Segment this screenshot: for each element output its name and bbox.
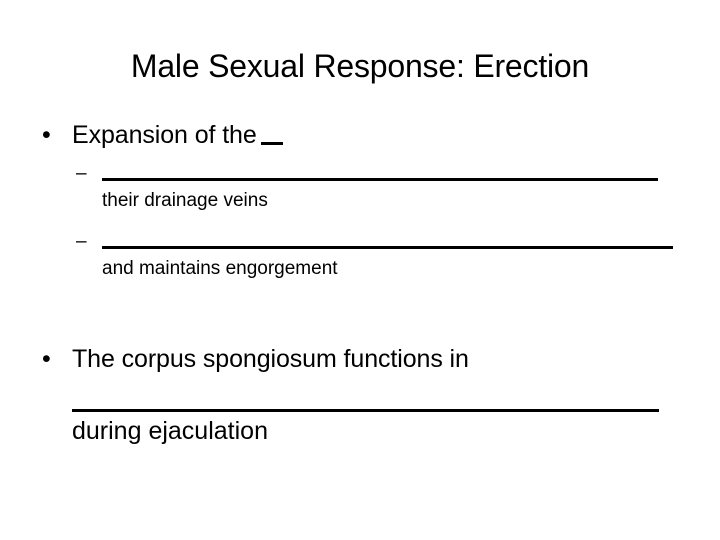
sub-bullet-item-2: – [0,228,720,255]
bullet-dot-icon: • [42,345,51,373]
slide-body: • Expansion of the – their drainage vein… [0,118,720,448]
bullet-item-1: • Expansion of the [0,118,720,152]
sub-bullet-text-2: and maintains engorgement [102,258,338,279]
bullet-text-1: Expansion of the [72,121,257,149]
blank-answer-line-1 [102,178,658,182]
blank-answer-row-3 [0,396,720,414]
sub-bullet-item-1: – [0,160,720,187]
bullet-item-2: • The corpus spongiosum functions in [0,342,720,376]
blank-answer-line-2 [102,246,673,250]
sub-bullet-text-1: their drainage veins [102,190,268,211]
bullet-dash-icon: – [76,163,87,184]
blank-underscore-inline [260,141,283,145]
bullet-text-2: The corpus spongiosum functions in [72,345,469,373]
bullet-dash-icon: – [76,231,87,252]
bullet-text-2-continuation: during ejaculation [72,417,268,445]
blank-answer-line-3 [72,409,659,413]
bullet-dot-icon: • [42,121,51,149]
slide-title: Male Sexual Response: Erection [130,48,590,84]
